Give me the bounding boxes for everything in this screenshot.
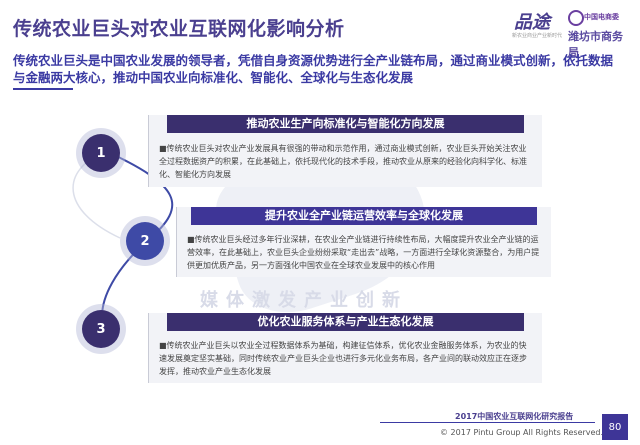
step-1-card: 推动农业生产向标准化与智能化方向发展 ■传统农业巨头对农业产业发展具有很强的带动… xyxy=(148,115,542,187)
step-3-circle: 3 xyxy=(82,310,120,348)
page-number: 80 xyxy=(602,414,628,440)
step-3-text: ■传统农业产业巨头以农业全过程数据体系为基础，构建征信体系，优化农业金融服务体系… xyxy=(159,341,527,376)
step-1-number: 1 xyxy=(96,145,106,161)
intro-underline xyxy=(13,88,73,90)
footer-divider xyxy=(380,422,595,423)
watermark-text: 媒体激发产业创新 xyxy=(200,290,408,311)
footer-report-title: 2017中国农业互联网化研究报告 xyxy=(455,412,574,421)
org-city-name: 潍坊市商务局 xyxy=(568,30,623,59)
step-2-card: 提升农业全产业链运营效率与全球化发展 ■传统农业巨头经过多年行业深耕，在农业全产… xyxy=(176,207,551,277)
step-3-card: 优化农业服务体系与产业生态化发展 ■传统农业产业巨头以农业全过程数据体系为基础，… xyxy=(148,313,542,383)
pintu-logo: 品途 xyxy=(514,12,550,33)
pintu-logo-sub: 新农业商业产业新时代 xyxy=(512,33,563,39)
step-3-number: 3 xyxy=(96,321,106,337)
step-1-title: 推动农业生产向标准化与智能化方向发展 xyxy=(167,115,524,133)
step-1-circle: 1 xyxy=(82,134,120,172)
step-2-circle: 2 xyxy=(126,222,164,260)
page-title: 传统农业巨头对农业互联网化影响分析 xyxy=(13,18,345,40)
header-logos: 品途 新农业商业产业新时代 中国电商委 潍坊市商务局 xyxy=(512,6,632,59)
step-1-text: ■传统农业巨头对农业产业发展具有很强的带动和示范作用，通过商业模式创新，农业巨头… xyxy=(159,144,527,179)
intro-paragraph: 传统农业巨头是中国农业发展的领导者，凭借自身资源优势进行全产业链布局，通过商业模… xyxy=(13,53,614,85)
step-2-number: 2 xyxy=(140,233,150,249)
step-3-title: 优化农业服务体系与产业生态化发展 xyxy=(167,313,524,331)
step-2-text: ■传统农业巨头经过多年行业深耕，在农业全产业链进行持续性布局，大幅度提升农业全产… xyxy=(187,235,540,270)
step-2-title: 提升农业全产业链运营效率与全球化发展 xyxy=(191,207,537,225)
org-logo-icon xyxy=(568,10,584,26)
org-name-cn: 中国电商委 xyxy=(584,13,619,21)
footer-copyright: © 2017 Pintu Group All Rights Reserved. xyxy=(440,428,604,437)
